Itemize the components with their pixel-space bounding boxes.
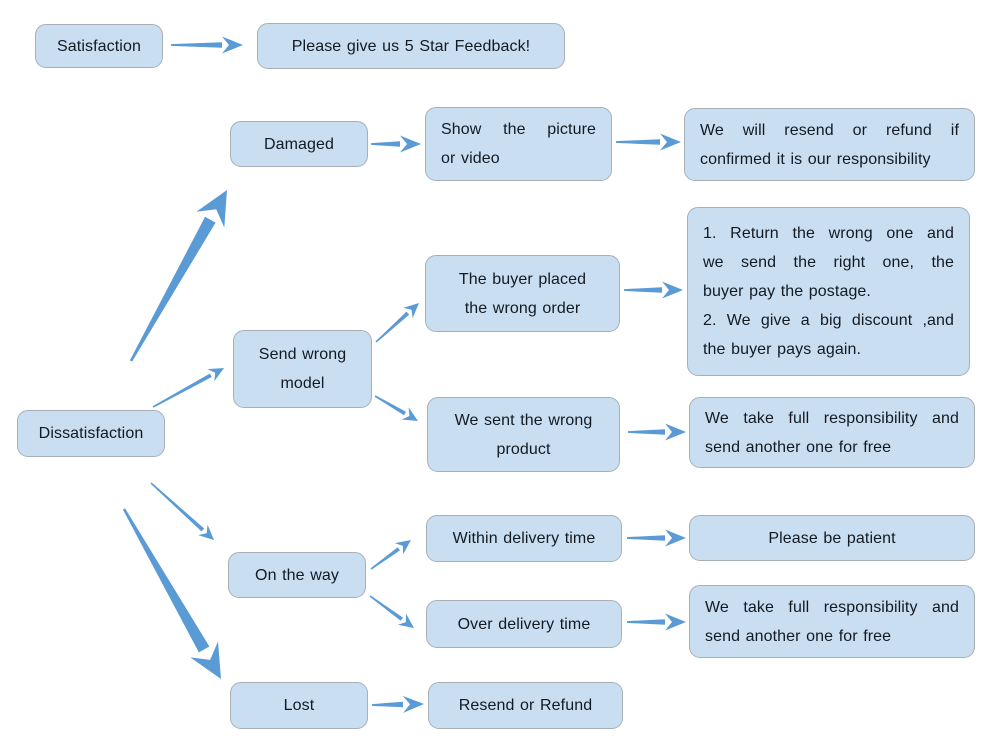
- flow-arrow-lost-to-resend: [372, 695, 424, 713]
- flow-node-label: The buyer placed: [458, 270, 587, 288]
- flow-node-label: We take full responsibility and: [705, 409, 959, 427]
- flow-node-label: Resend or Refund: [458, 697, 593, 714]
- flow-node-take-responsibility-free-1: We take full responsibility and send anot…: [689, 397, 975, 468]
- flow-node-label: Send wrong: [258, 346, 347, 363]
- flow-node-label: Damaged: [263, 135, 335, 153]
- flow-node-resend-or-refund-if-confirmed: We will resend or refund if confirmed it …: [684, 108, 975, 181]
- flow-arrow-dissatisfaction-to-on-the-way: [150, 482, 214, 540]
- flow-node-lost: Lost: [230, 682, 368, 729]
- flow-node-return-or-discount-options: 1. Return the wrong one and we send the r…: [687, 207, 970, 376]
- flow-node-label: Within delivery time: [452, 530, 596, 547]
- flow-node-dissatisfaction: Dissatisfaction: [17, 410, 165, 457]
- flow-node-label: Over delivery time: [457, 615, 591, 633]
- flow-arrow-show-picture-to-resend: [616, 133, 681, 151]
- flow-node-within-delivery-time: Within delivery time: [426, 515, 622, 562]
- flow-node-label: We take full responsibility and: [705, 598, 959, 616]
- flow-node-label: we send the right one, the: [703, 254, 954, 271]
- flow-node-label: 1. Return the wrong one and: [703, 225, 954, 242]
- flow-node-label: On the way: [255, 566, 339, 584]
- flow-node-label: the wrong order: [464, 299, 581, 317]
- flow-node-send-wrong-model: Send wrong model: [233, 330, 372, 408]
- flow-arrow-we-sent-to-take-resp-1: [628, 423, 686, 441]
- flow-node-label: Satisfaction: [57, 37, 141, 55]
- flow-node-label: product: [496, 440, 551, 458]
- flow-node-take-responsibility-free-2: We take full responsibility and send anot…: [689, 585, 975, 658]
- flow-node-label: We will resend or refund if: [700, 121, 959, 139]
- flow-node-satisfaction: Satisfaction: [35, 24, 163, 68]
- flow-node-we-sent-wrong-product: We sent the wrong product: [427, 397, 620, 472]
- flow-node-five-star-feedback: Please give us 5 Star Feedback!: [257, 23, 565, 69]
- flow-node-on-the-way: On the way: [228, 552, 366, 598]
- flow-node-please-be-patient: Please be patient: [689, 515, 975, 561]
- flow-arrow-send-wrong-to-we-sent: [374, 395, 418, 421]
- flow-node-label: We sent the wrong: [454, 411, 593, 429]
- flow-node-label: Show the picture: [441, 121, 596, 138]
- flow-node-label: 2. We give a big discount ,and: [703, 312, 954, 329]
- flow-arrow-dissatisfaction-to-damaged: [129, 190, 227, 362]
- flow-node-show-picture-or-video: Show the picture or video: [425, 107, 612, 181]
- flow-node-label: Lost: [283, 697, 315, 714]
- flow-arrow-over-to-take-resp-2: [627, 613, 686, 631]
- flow-arrow-buyer-placed-to-options: [624, 281, 683, 299]
- flow-arrow-dissatisfaction-to-send-wrong: [152, 368, 224, 408]
- flow-node-label: send another one for free: [705, 438, 892, 456]
- flow-node-buyer-placed-wrong-order: The buyer placed the wrong order: [425, 255, 620, 332]
- flow-arrow-send-wrong-to-buyer-placed: [375, 303, 419, 343]
- flow-node-resend-or-refund: Resend or Refund: [428, 682, 623, 729]
- flow-node-label: send another one for free: [705, 627, 892, 645]
- flow-arrow-within-to-patient: [627, 529, 686, 547]
- flow-arrow-on-the-way-to-over: [369, 595, 414, 628]
- flow-node-label: Dissatisfaction: [38, 425, 144, 442]
- flow-node-label: or video: [441, 150, 500, 167]
- flow-node-label: Please give us 5 Star Feedback!: [291, 37, 531, 55]
- flow-node-over-delivery-time: Over delivery time: [426, 600, 622, 648]
- flow-arrow-on-the-way-to-within: [370, 540, 411, 570]
- flow-node-label: Please be patient: [768, 529, 896, 547]
- flow-arrow-dissatisfaction-to-lost: [122, 508, 221, 679]
- flow-arrow-damaged-to-show-picture: [371, 135, 421, 153]
- flow-node-label: model: [280, 375, 325, 392]
- flow-node-damaged: Damaged: [230, 121, 368, 167]
- flow-node-label: the buyer pays again.: [703, 341, 862, 358]
- flow-node-label: buyer pay the postage.: [703, 283, 871, 300]
- flow-arrow-satisfaction-to-feedback: [171, 36, 243, 54]
- flow-node-label: confirmed it is our responsibility: [700, 150, 931, 168]
